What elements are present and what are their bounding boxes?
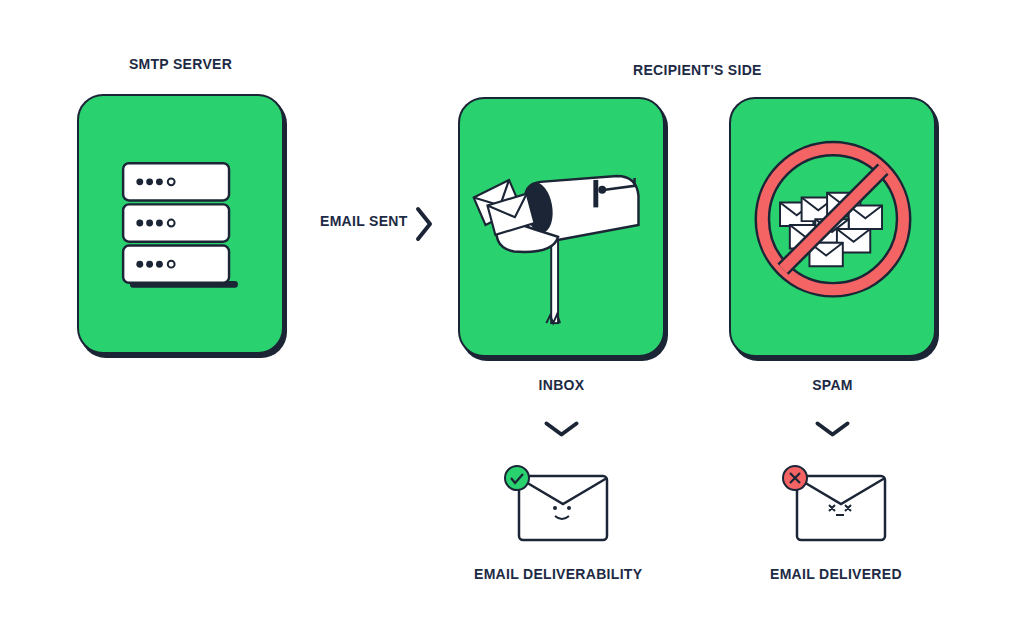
rounded-panel (729, 97, 936, 357)
rounded-panel (77, 94, 284, 354)
status-caption: EMAIL DELIVERABILITY (474, 566, 642, 582)
panel-caption: SPAM (812, 377, 853, 393)
illustration (503, 464, 613, 544)
envelope-icon (781, 464, 891, 544)
panel-caption: SMTP SERVER (129, 56, 232, 72)
illustration (79, 96, 282, 352)
illustration (781, 464, 891, 544)
edge-label: EMAIL SENT (318, 212, 410, 230)
spam-box: SPAM (729, 97, 936, 393)
smtp-server-box: SMTP SERVER (77, 56, 284, 354)
section-heading: RECIPIENT'S SIDE (631, 61, 764, 79)
illustration (731, 99, 934, 355)
delivered-envelope: EMAIL DELIVERABILITY (474, 464, 642, 582)
status-caption: EMAIL DELIVERED (770, 566, 902, 582)
flow-connector (547, 393, 577, 464)
envelope-icon (503, 464, 613, 544)
flow-connector (818, 393, 848, 464)
panel-caption: INBOX (539, 377, 585, 393)
illustration (460, 99, 663, 355)
inbox-box: INBOX (458, 97, 665, 393)
flow-connector (284, 209, 458, 239)
spam-envelope: EMAIL DELIVERED (770, 464, 902, 582)
rounded-panel (458, 97, 665, 357)
